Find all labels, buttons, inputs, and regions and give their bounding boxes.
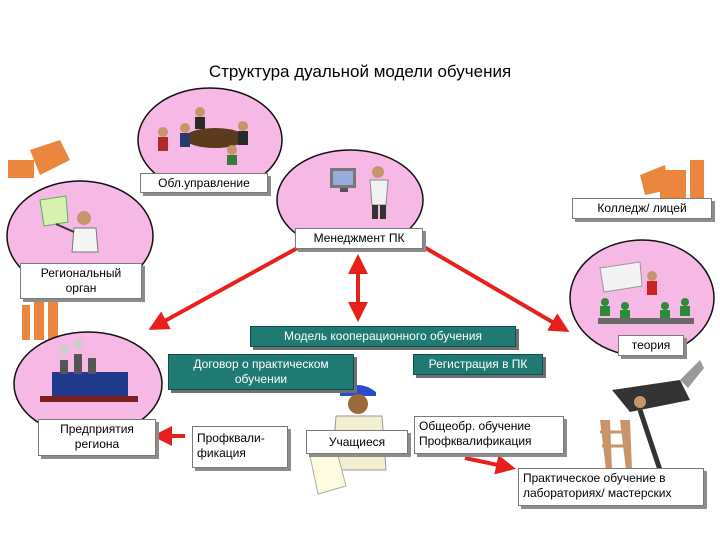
label-obl-upravlenie: Обл.управление (140, 173, 268, 193)
label-kolledzh: Колледж/ лицей (572, 198, 712, 219)
arrows (148, 238, 570, 475)
arrow-mgmt-to-college (410, 238, 570, 333)
arrow-student-to-practical (464, 454, 516, 475)
label-regionalny-organ: Региональный орган (20, 263, 142, 299)
label-registraciya: Регистрация в ПК (413, 354, 543, 375)
label-profkvalifikaciya: Профквали- фикация (192, 426, 288, 468)
computer-worker-icon (330, 166, 389, 219)
tools-icon (600, 360, 704, 471)
factory-icon (40, 339, 138, 402)
label-menedzhment: Менеджмент ПК (295, 228, 423, 249)
meeting-icon (158, 107, 248, 165)
background-factory-left (8, 140, 70, 340)
label-uchashchiesya: Учащиеся (306, 430, 408, 454)
label-dogovor: Договор о практическом обучении (168, 354, 354, 390)
background-factory-right (640, 160, 704, 200)
arrow-mgmt-to-regional (148, 238, 313, 330)
label-model: Модель кооперационного обучения (250, 326, 516, 347)
circle-management (276, 149, 424, 251)
page-title: Структура дуальной модели обучения (208, 62, 512, 81)
label-predpriyatiya: Предприятия региона (38, 419, 156, 456)
label-praktich: Практическое обучение в лабораториях/ ма… (518, 468, 704, 506)
presenter-icon (39, 195, 99, 253)
classroom-icon (598, 261, 694, 324)
label-obshcheobr: Общеобр. обучение Профквалификация (414, 416, 564, 454)
label-teoriya: теория (618, 335, 684, 356)
